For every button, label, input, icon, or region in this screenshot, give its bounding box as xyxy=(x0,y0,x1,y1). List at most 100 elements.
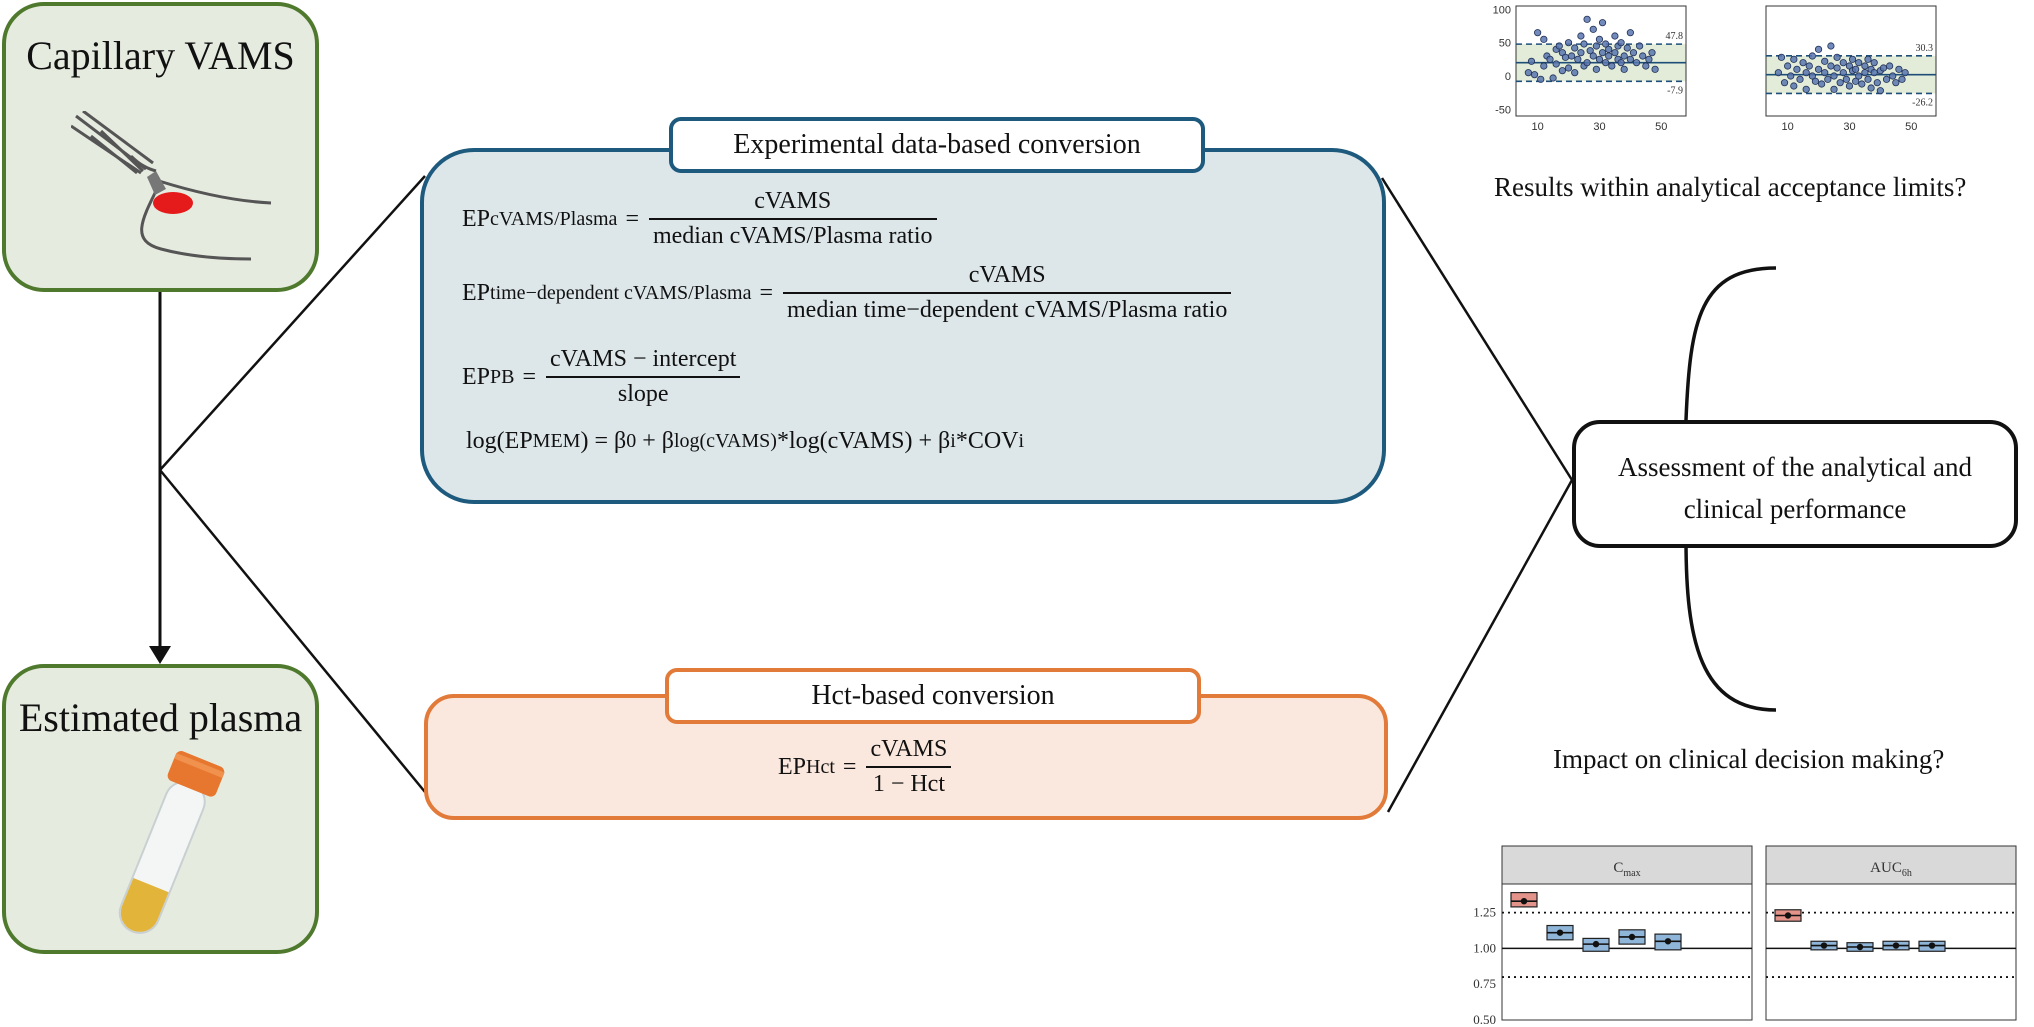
connector-branch-down xyxy=(159,469,426,793)
estimated-plasma-box: Estimated plasma xyxy=(2,664,319,954)
data-point-1-13 xyxy=(1808,72,1816,80)
upper-limit-label-0: 47.8 xyxy=(1666,31,1684,42)
data-point-1-3 xyxy=(1784,62,1792,70)
data-point-1-6 xyxy=(1790,82,1798,90)
data-point-1-41 xyxy=(1861,69,1869,77)
eq2-numerator: cVAMS xyxy=(968,262,1046,288)
eq4-sub3: log(cVAMS) xyxy=(673,430,777,452)
data-point-1-23 xyxy=(1827,42,1835,50)
x-tick-label-0-2: 50 xyxy=(1655,121,1667,133)
connector-experimental-out xyxy=(1380,177,1574,481)
data-point-1-2 xyxy=(1780,79,1789,87)
estimated-plasma-title: Estimated plasma xyxy=(18,695,303,740)
y-tick-label-0: -50 xyxy=(1495,104,1511,116)
data-point-0-18 xyxy=(1568,52,1576,60)
assessment-line1: Assessment of the analytical and xyxy=(1618,452,1972,482)
data-point-1-54 xyxy=(1886,62,1894,70)
data-point-1-28 xyxy=(1836,79,1844,87)
data-point-0-2 xyxy=(1530,71,1539,79)
eq4-sub5: i xyxy=(1018,430,1025,452)
experimental-conversion-panel xyxy=(420,148,1386,504)
data-point-1-26 xyxy=(1833,64,1841,72)
data-point-0-37 xyxy=(1602,59,1610,67)
connector-branch-up-bottom xyxy=(160,470,425,490)
data-point-1-18 xyxy=(1818,80,1826,88)
y-tick-label-1: 0 xyxy=(1505,71,1511,83)
data-point-1-46 xyxy=(1867,84,1875,92)
panel-frame-0 xyxy=(1501,883,1753,1021)
panel-frame-1 xyxy=(1765,883,2017,1021)
data-point-0-27 xyxy=(1583,59,1591,67)
data-point-1-12 xyxy=(1805,62,1813,70)
data-point-1-11 xyxy=(1802,85,1810,93)
data-point-0-38 xyxy=(1602,40,1610,48)
data-point-1-39 xyxy=(1855,59,1863,67)
box-point-1-1 xyxy=(1820,942,1828,949)
data-point-1-25 xyxy=(1830,85,1838,93)
lower-limit-label-0: -7.9 xyxy=(1667,85,1683,96)
data-point-0-40 xyxy=(1605,45,1613,53)
box-point-0-1 xyxy=(1556,929,1564,936)
data-point-0-35 xyxy=(1598,19,1607,27)
eq2-lhs-sub: time−dependent cVAMS/Plasma xyxy=(490,281,752,304)
vams-device-icon xyxy=(71,111,272,261)
data-point-1-47 xyxy=(1870,69,1878,77)
data-point-1-15 xyxy=(1811,77,1820,85)
plot-frame-0 xyxy=(1515,5,1687,117)
hct-conversion-title: Hct-based conversion xyxy=(665,668,1201,724)
data-point-1-37 xyxy=(1852,65,1860,73)
data-point-0-0 xyxy=(1524,69,1532,77)
eq2-lhs: EP xyxy=(462,279,491,306)
box-point-1-3 xyxy=(1892,942,1900,949)
data-point-0-9 xyxy=(1549,74,1557,82)
data-point-0-60 xyxy=(1651,65,1659,73)
data-point-0-6 xyxy=(1540,35,1548,43)
y-tick-label-2: 50 xyxy=(1499,38,1511,50)
data-point-0-23 xyxy=(1577,49,1585,57)
data-point-0-59 xyxy=(1648,49,1656,57)
data-point-0-22 xyxy=(1577,32,1585,40)
data-point-1-59 xyxy=(1901,69,1909,77)
data-point-1-42 xyxy=(1861,62,1869,70)
box-point-1-4 xyxy=(1928,942,1936,949)
eq1-lhs: EP xyxy=(462,205,491,232)
data-point-1-35 xyxy=(1848,55,1857,63)
data-point-0-39 xyxy=(1605,52,1613,60)
eq3-denominator: slope xyxy=(546,376,741,408)
data-point-0-16 xyxy=(1564,39,1573,47)
y-tick-label-3: 100 xyxy=(1493,4,1511,16)
box-point-1-2 xyxy=(1856,943,1864,951)
eq2-denominator: median time−dependent cVAMS/Plasma ratio xyxy=(783,292,1232,324)
data-point-0-19 xyxy=(1571,44,1579,52)
facet-title-1: AUC6h xyxy=(1870,860,1912,879)
eq4-part3: + β xyxy=(636,428,674,454)
question-clinical-decision: Impact on clinical decision making? xyxy=(1553,744,1945,774)
data-point-1-8 xyxy=(1796,75,1804,83)
eq-hct-denominator: 1 − Hct xyxy=(866,766,952,798)
data-point-1-17 xyxy=(1814,45,1823,53)
data-point-1-58 xyxy=(1898,75,1906,83)
data-point-0-15 xyxy=(1561,53,1570,61)
data-point-0-57 xyxy=(1642,62,1650,70)
data-point-0-42 xyxy=(1611,32,1619,40)
eq1-numerator: cVAMS xyxy=(754,188,832,214)
data-point-0-1 xyxy=(1527,57,1536,65)
y-tick-label-1: 0.75 xyxy=(1473,976,1496,991)
box-point-0-0 xyxy=(1520,897,1528,905)
box-point-1-0 xyxy=(1784,912,1792,919)
eq1-lhs-sub: cVAMS/Plasma xyxy=(490,207,618,230)
data-point-1-48 xyxy=(1870,59,1878,67)
data-point-1-9 xyxy=(1799,59,1807,67)
eq4-part2: ) = β xyxy=(580,428,627,454)
data-point-1-33 xyxy=(1845,82,1854,90)
x-tick-label-0-0: 10 xyxy=(1532,121,1544,133)
data-point-0-13 xyxy=(1558,67,1566,75)
data-point-0-49 xyxy=(1620,65,1628,73)
plasma-tube-icon xyxy=(118,751,225,934)
eq4-sub1: MEM xyxy=(532,430,581,452)
data-point-0-3 xyxy=(1534,29,1542,37)
data-point-1-36 xyxy=(1852,77,1860,85)
x-tick-label-0-1: 30 xyxy=(1593,121,1605,133)
capillary-vams-box: Capillary VAMS xyxy=(2,2,319,292)
